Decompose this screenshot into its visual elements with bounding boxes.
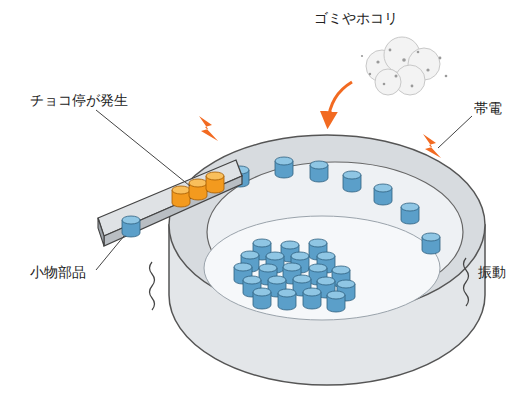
dust-label: ゴミやホコリ xyxy=(314,10,398,27)
fall-arrow xyxy=(328,82,352,122)
vibration-wave xyxy=(150,262,155,310)
small-part xyxy=(374,184,392,205)
jammed-part xyxy=(172,186,190,207)
small-part xyxy=(122,216,140,237)
vibration-label: 振動 xyxy=(478,264,506,281)
small-part xyxy=(422,233,440,254)
static-spark xyxy=(199,116,218,141)
dust-specks xyxy=(361,49,447,88)
chute xyxy=(98,160,242,246)
small-part xyxy=(401,203,419,224)
small-part xyxy=(327,291,345,312)
static-label: 帯電 xyxy=(474,100,502,117)
parts-pile xyxy=(234,239,355,312)
small-part xyxy=(275,157,293,178)
leader-line xyxy=(96,110,190,186)
jammed-part xyxy=(206,172,224,193)
stoppage-label: チョコ停が発生 xyxy=(30,92,128,109)
leader-line xyxy=(438,116,472,148)
small-part xyxy=(310,161,328,182)
small-part xyxy=(253,288,271,309)
jammed-part xyxy=(189,179,207,200)
static-spark xyxy=(423,134,441,158)
dust-cloud xyxy=(366,37,440,95)
small-part xyxy=(343,171,361,192)
small-part xyxy=(303,288,321,309)
vibration-wave xyxy=(464,258,469,306)
part-label: 小物部品 xyxy=(30,264,86,281)
small-part xyxy=(278,289,296,310)
bowl-floor xyxy=(204,216,440,320)
leader-line xyxy=(96,236,124,270)
